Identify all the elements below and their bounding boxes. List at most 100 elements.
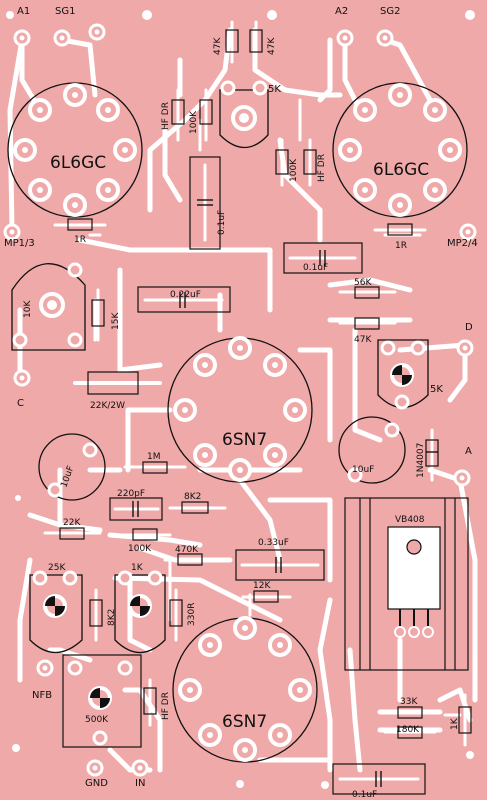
terminal-a2: A2 bbox=[335, 6, 348, 17]
svg-text:0.1uF: 0.1uF bbox=[217, 210, 227, 235]
svg-text:47K: 47K bbox=[267, 37, 277, 55]
svg-text:100K: 100K bbox=[128, 544, 152, 554]
svg-text:5K: 5K bbox=[430, 384, 443, 395]
resistor-180k: 180K bbox=[383, 725, 437, 739]
terminal-mp13: MP1/3 bbox=[4, 238, 35, 249]
trimmer-5k-top: 5K bbox=[219, 80, 281, 149]
svg-text:25K: 25K bbox=[48, 563, 66, 573]
resistor-47k-c: 47K bbox=[338, 317, 397, 345]
resistor-22k-2w: 22K/2W bbox=[73, 371, 162, 411]
copper-tracks bbox=[7, 27, 478, 773]
terminal-a1: A1 bbox=[17, 6, 30, 17]
svg-text:500K: 500K bbox=[85, 715, 109, 725]
resistor-hfdr-left: HF DR bbox=[161, 88, 185, 142]
svg-text:22K/2W: 22K/2W bbox=[90, 401, 125, 411]
regulator-vb408: VB408 bbox=[344, 497, 469, 671]
capacitor-022uf: 0.22uF bbox=[137, 286, 231, 313]
svg-text:0.1uF: 0.1uF bbox=[303, 263, 328, 273]
terminal-d: D bbox=[465, 322, 473, 333]
svg-text:33K: 33K bbox=[400, 697, 418, 707]
electrolytic-10uf-right: 10uF bbox=[338, 416, 406, 484]
svg-text:220pF: 220pF bbox=[117, 489, 145, 499]
resistor-hfdr-low: HF DR bbox=[143, 678, 171, 727]
terminal-sg2: SG2 bbox=[380, 6, 400, 17]
capacitor-220pf: 220pF bbox=[109, 489, 163, 521]
resistor-470k: 470K bbox=[163, 545, 222, 566]
terminal-a: A bbox=[465, 446, 472, 457]
resistor-56k: 56K bbox=[338, 278, 397, 299]
resistor-1r-left: 1R bbox=[53, 218, 107, 245]
svg-text:100K: 100K bbox=[289, 158, 299, 182]
svg-text:0.1uF: 0.1uF bbox=[352, 790, 377, 800]
svg-text:1K: 1K bbox=[450, 717, 460, 730]
svg-text:15K: 15K bbox=[111, 312, 121, 330]
terminal-mp24: MP2/4 bbox=[447, 238, 478, 249]
tube-driver-bottom-6sn7: 6SN7 bbox=[172, 616, 318, 763]
tube-left-pins bbox=[13, 83, 137, 217]
svg-text:HF DR: HF DR bbox=[161, 692, 171, 720]
resistor-47k-b: 47K bbox=[249, 20, 277, 64]
svg-text:330R: 330R bbox=[187, 603, 197, 626]
tube-driver-top-label: 6SN7 bbox=[222, 430, 267, 450]
resistor-1r-right: 1R bbox=[373, 223, 427, 251]
svg-text:0.33uF: 0.33uF bbox=[258, 538, 289, 548]
resistor-33k: 33K bbox=[383, 697, 437, 719]
terminal-in: IN bbox=[135, 778, 145, 789]
trimmer-1k: 1K bbox=[114, 563, 166, 654]
capacitor-01uf-bottom: 0.1uF bbox=[332, 763, 426, 800]
tube-driver-bottom-label: 6SN7 bbox=[222, 712, 267, 732]
svg-text:HF DR: HF DR bbox=[161, 102, 171, 130]
diode-1n4007: 1N4007 bbox=[416, 428, 439, 482]
capacitor-01uf-mid: 0.1uF bbox=[283, 242, 363, 274]
terminal-sg1: SG1 bbox=[55, 6, 75, 17]
svg-text:1K: 1K bbox=[131, 563, 144, 573]
svg-text:1N4007: 1N4007 bbox=[416, 443, 426, 478]
resistor-100k-right: 100K bbox=[275, 138, 299, 187]
resistor-330r: 330R bbox=[169, 588, 197, 642]
resistor-47k-a: 47K bbox=[213, 20, 239, 64]
svg-text:10uF: 10uF bbox=[352, 465, 374, 475]
tube-right-pins bbox=[338, 83, 462, 217]
svg-text:VB408: VB408 bbox=[395, 515, 425, 525]
svg-text:0.22uF: 0.22uF bbox=[170, 290, 201, 300]
mounting-holes bbox=[6, 10, 475, 789]
trimmer-25k: 25K bbox=[29, 563, 83, 653]
terminal-c: C bbox=[17, 398, 24, 409]
resistor-hfdr-right: HF DR bbox=[303, 138, 327, 187]
svg-text:180K: 180K bbox=[396, 725, 420, 735]
tube-driver-top-6sn7: 6SN7 bbox=[167, 336, 313, 483]
svg-text:8K2: 8K2 bbox=[107, 609, 117, 626]
svg-text:47K: 47K bbox=[354, 335, 372, 345]
trimmer-500k: 500K bbox=[62, 654, 142, 748]
svg-text:1R: 1R bbox=[395, 241, 407, 251]
svg-text:8K2: 8K2 bbox=[184, 492, 201, 502]
resistor-8k2-top: 8K2 bbox=[168, 492, 227, 514]
svg-text:470K: 470K bbox=[175, 545, 199, 555]
tube-left-6l6gc: 6L6GC bbox=[7, 82, 143, 218]
svg-text:47K: 47K bbox=[213, 37, 223, 55]
resistor-100k-low: 100K bbox=[118, 528, 172, 554]
resistor-12k: 12K bbox=[241, 581, 292, 603]
svg-text:56K: 56K bbox=[354, 278, 372, 288]
tube-right-6l6gc: 6L6GC bbox=[332, 82, 468, 218]
capacitor-033uf: 0.33uF bbox=[235, 538, 325, 581]
resistor-1m: 1M bbox=[123, 452, 187, 474]
svg-text:10K: 10K bbox=[23, 300, 33, 318]
resistor-100k-left: 100K bbox=[189, 88, 213, 142]
tube-left-label: 6L6GC bbox=[50, 153, 106, 173]
terminal-pads bbox=[3, 23, 477, 777]
svg-text:100K: 100K bbox=[189, 110, 199, 134]
resistor-22k: 22K bbox=[43, 518, 102, 540]
terminal-gnd: GND bbox=[85, 778, 108, 789]
svg-text:HF DR: HF DR bbox=[317, 154, 327, 182]
tube-right-label: 6L6GC bbox=[373, 160, 429, 180]
trimmer-5k-right: 5K bbox=[377, 339, 443, 410]
capacitor-01uf-vertical: 0.1uF bbox=[189, 156, 227, 250]
terminal-labels: A1 SG1 A2 SG2 MP1/3 MP2/4 C D A NFB GND … bbox=[4, 6, 478, 789]
trimmer-10k: 10K bbox=[11, 262, 86, 351]
svg-text:12K: 12K bbox=[253, 581, 271, 591]
resistor-8k2-vertical: 8K2 bbox=[89, 588, 117, 642]
terminal-nfb: NFB bbox=[32, 690, 52, 701]
svg-text:1M: 1M bbox=[147, 452, 161, 462]
